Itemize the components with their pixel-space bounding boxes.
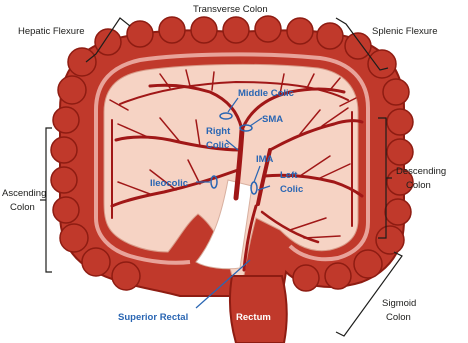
left-colic-label-1: Left — [280, 170, 298, 181]
right-colic-label-2: Colic — [206, 140, 229, 151]
ileocolic-label: Ileocolic — [150, 178, 188, 189]
middle-colic-label: Middle Colic — [238, 88, 294, 99]
ascending-colon-label-2: Colon — [10, 202, 35, 213]
sigmoid-colon-label-1: Sigmoid — [382, 298, 416, 309]
hepatic-flexure-label: Hepatic Flexure — [18, 26, 85, 37]
ima-label: IMA — [256, 154, 274, 165]
left-colic-label-2: Colic — [280, 184, 303, 195]
descending-colon-label-1: Descending — [396, 166, 446, 177]
sigmoid-colon-label-2: Colon — [386, 312, 411, 323]
transverse-colon-label: Transverse Colon — [193, 4, 268, 15]
right-colic-label-1: Right — [206, 126, 231, 137]
rectum — [230, 276, 287, 343]
sma-label: SMA — [262, 114, 283, 125]
ascending-colon-label-1: Ascending — [2, 188, 46, 199]
superior-rectal-label: Superior Rectal — [118, 312, 188, 323]
splenic-flexure-label: Splenic Flexure — [372, 26, 437, 37]
rectum-label: Rectum — [236, 312, 271, 323]
descending-colon-label-2: Colon — [406, 180, 431, 191]
